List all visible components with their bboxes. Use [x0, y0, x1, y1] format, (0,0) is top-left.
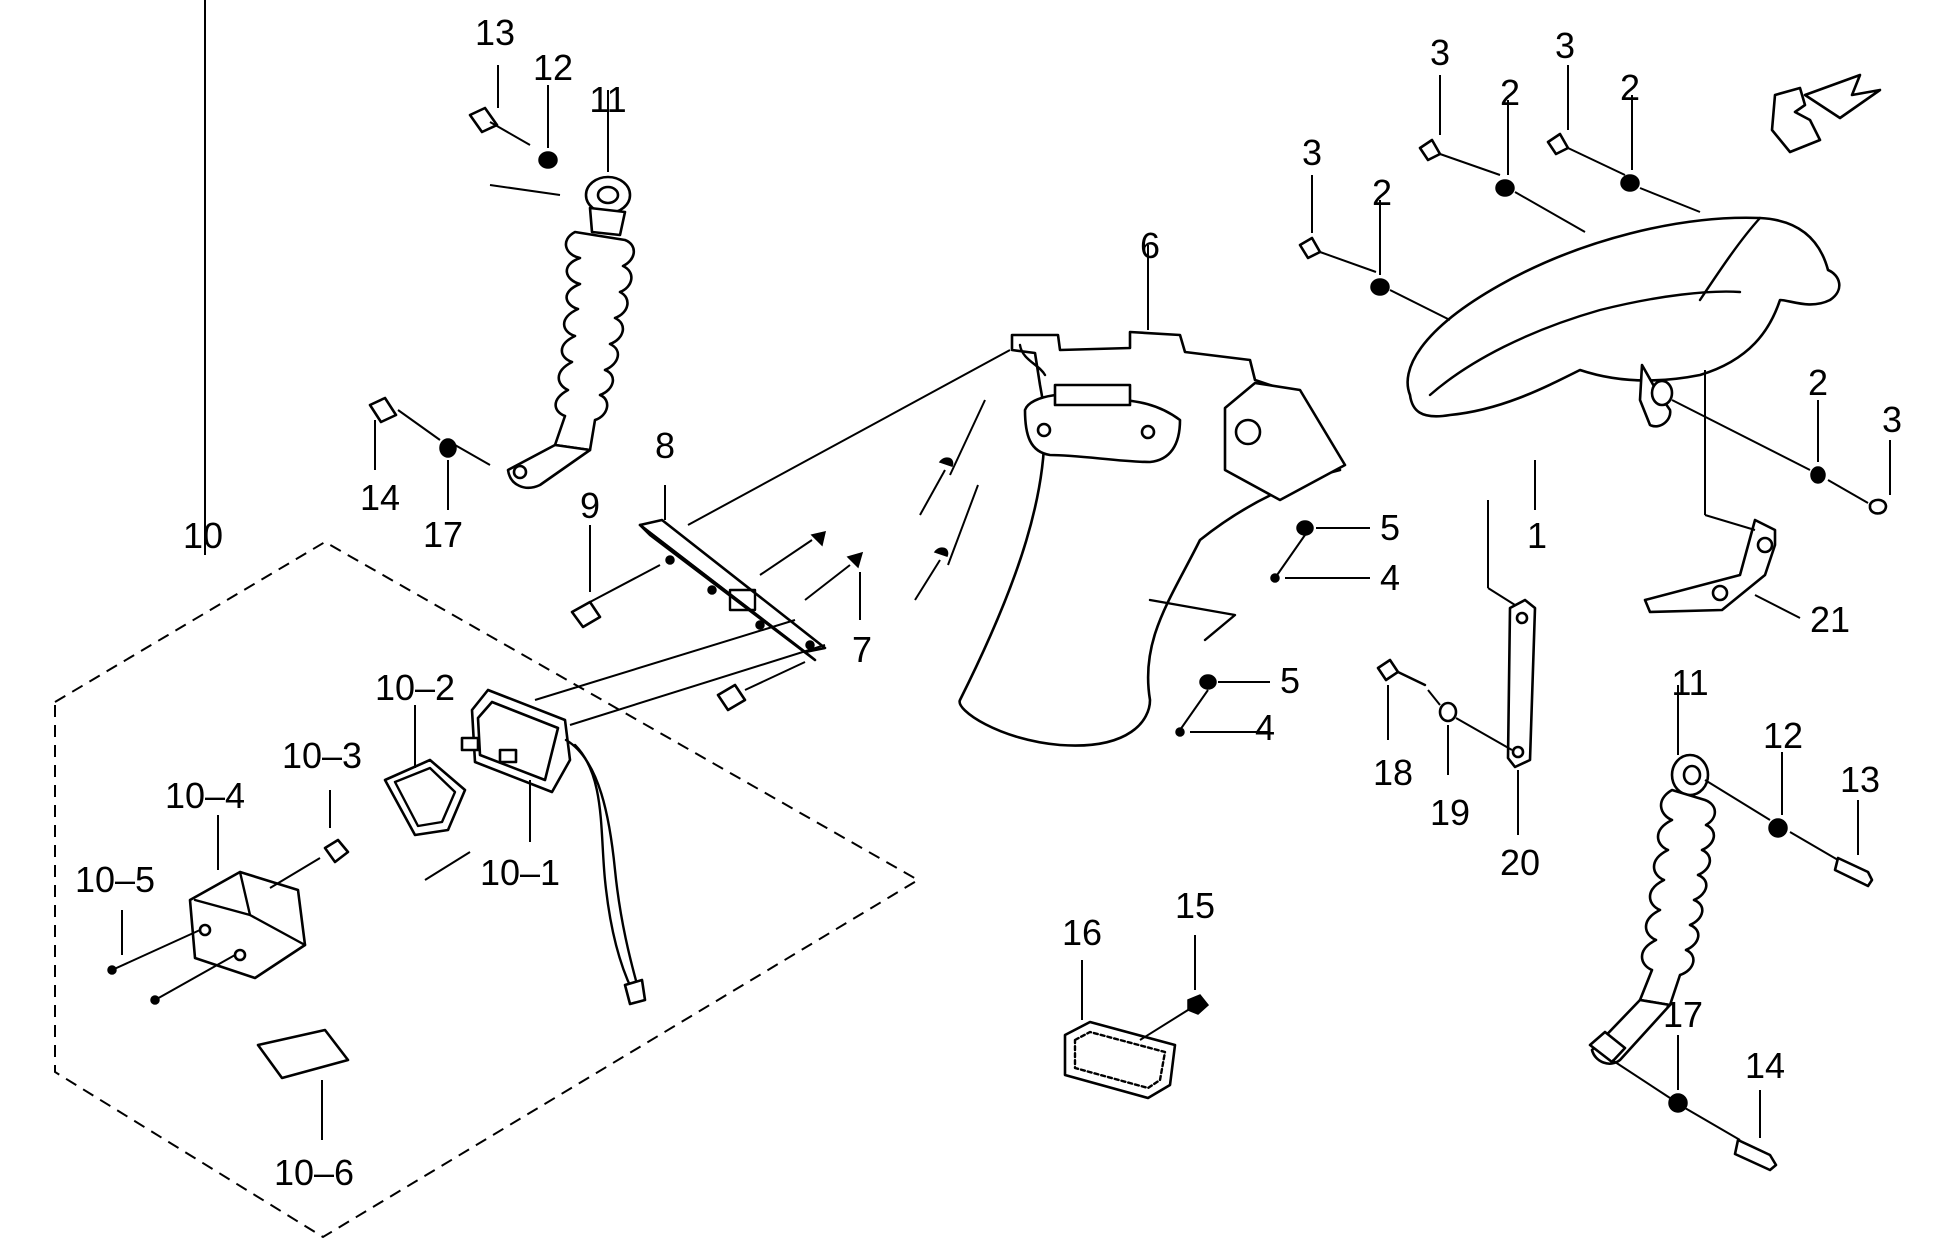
callout-c14a: 14 — [360, 477, 400, 518]
callout-c2c: 2 — [1620, 67, 1640, 108]
callout-c11a: 11 — [589, 79, 626, 120]
shock-absorber-left — [397, 175, 636, 490]
callout-c11b: 11 — [1671, 662, 1708, 703]
callout-c12a: 12 — [533, 47, 573, 88]
callout-c2b: 2 — [1500, 72, 1520, 113]
callout-c2a: 2 — [1372, 172, 1392, 213]
washer-19 — [1427, 689, 1513, 775]
callout-c4a: 4 — [1380, 557, 1400, 598]
bracket-21 — [1643, 370, 1801, 619]
callout-c6: 6 — [1140, 225, 1160, 266]
bolt-14-right — [1733, 1090, 1778, 1172]
callout-c10-1: 10–1 — [480, 852, 560, 893]
tail-light-housing-10-1 — [460, 688, 647, 1006]
bolt-13-right — [1833, 800, 1874, 888]
screws-10-5 — [107, 910, 236, 1005]
callout-c10-2: 10–2 — [375, 667, 455, 708]
washer-5-lower — [1175, 674, 1270, 737]
logo-mark — [1770, 73, 1882, 154]
gasket-10-2 — [383, 705, 467, 837]
callout-c2d: 2 — [1808, 362, 1828, 403]
bolt-lower-bracket — [716, 661, 806, 712]
callout-c10-4: 10–4 — [165, 775, 245, 816]
callout-c10-3: 10–3 — [282, 735, 362, 776]
bolt-9 — [570, 525, 661, 629]
callout-c16: 16 — [1062, 912, 1102, 953]
callout-c18: 18 — [1373, 752, 1413, 793]
shock-absorber-right — [1588, 685, 1771, 1141]
tail-light-group-outline — [54, 0, 920, 1239]
license-bracket-8 — [534, 349, 1011, 726]
front-fender-screws-3-2 — [1298, 65, 1891, 515]
rear-fender-6 — [958, 245, 1347, 747]
bolt-13-upper-left — [468, 65, 531, 146]
washer-5-upper — [1270, 520, 1370, 583]
front-fender-1 — [1406, 216, 1841, 510]
lens-10-4 — [188, 815, 307, 980]
callout-c21: 21 — [1810, 599, 1850, 640]
bolt-18 — [1376, 658, 1427, 740]
callout-c8: 8 — [655, 425, 675, 466]
reflector-16 — [1063, 960, 1177, 1100]
bulb-10-3 — [323, 790, 350, 864]
callout-c4b: 4 — [1255, 707, 1275, 748]
callout-c3d: 3 — [1882, 399, 1902, 440]
callout-c17a: 17 — [423, 514, 463, 555]
callout-c7: 7 — [852, 629, 872, 670]
callout-c13b: 13 — [1840, 759, 1880, 800]
screws-7 — [759, 530, 864, 620]
callout-c10: 10 — [183, 515, 223, 556]
callout-c10-6: 10–6 — [274, 1152, 354, 1193]
callout-c3a: 3 — [1302, 132, 1322, 173]
callout-c1: 1 — [1527, 515, 1547, 556]
callout-c14b: 14 — [1745, 1045, 1785, 1086]
washer-17-right — [1668, 1035, 1688, 1113]
callout-c19: 19 — [1430, 792, 1470, 833]
callout-c3c: 3 — [1555, 25, 1575, 66]
callout-c13a: 13 — [475, 12, 515, 53]
callout-c20: 20 — [1500, 842, 1540, 883]
callout-c17b: 17 — [1663, 994, 1703, 1035]
callout-c9: 9 — [580, 485, 600, 526]
callout-c10-5: 10–5 — [75, 859, 155, 900]
washer-12-right — [1768, 752, 1839, 861]
callout-c5b: 5 — [1280, 660, 1300, 701]
callout-c5a: 5 — [1380, 507, 1400, 548]
callout-c12b: 12 — [1763, 715, 1803, 756]
washer-17-lower-left — [439, 438, 457, 510]
washer-12-upper-left — [538, 85, 558, 169]
fender-fasteners — [914, 399, 986, 601]
nut-15 — [1139, 935, 1210, 1041]
reflector-strip-10-6 — [256, 1028, 350, 1140]
callout-c3b: 3 — [1430, 32, 1450, 73]
stay-20 — [1487, 500, 1537, 835]
bolt-14-lower-left — [368, 396, 398, 470]
callout-c15: 15 — [1175, 885, 1215, 926]
